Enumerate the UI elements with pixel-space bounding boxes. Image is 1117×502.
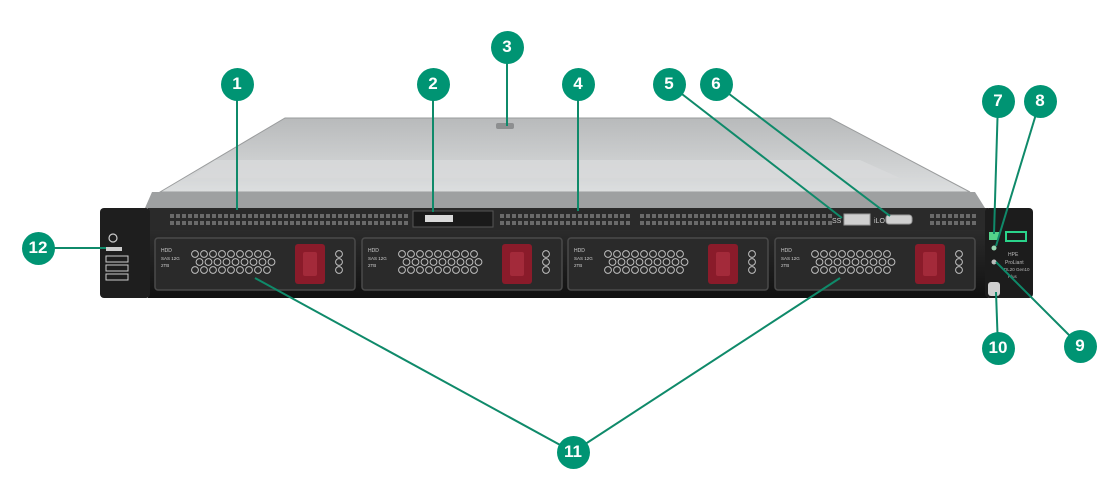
callout-2: 2 bbox=[416, 67, 450, 101]
tag-line3: Plus bbox=[1008, 274, 1018, 279]
leader-5 bbox=[668, 83, 843, 219]
leader-9 bbox=[995, 261, 1081, 347]
ilo-port-label: iLO bbox=[874, 218, 885, 225]
drive-speed-label: 2TB bbox=[368, 263, 376, 268]
chassis-top-band bbox=[190, 160, 900, 178]
optical-drive-tab bbox=[425, 215, 453, 222]
callout-12: 12 bbox=[21, 231, 55, 265]
drive-capacity-label: SAS 12G bbox=[368, 256, 387, 261]
uid-button bbox=[988, 282, 1000, 296]
drive-speed-label: 2TB bbox=[574, 263, 582, 268]
left-ear-labels bbox=[105, 233, 129, 281]
callout-6: 6 bbox=[699, 67, 733, 101]
callout-3: 3 bbox=[490, 30, 524, 64]
drive-capacity-label: SAS 12G bbox=[161, 256, 180, 261]
leader-11a bbox=[254, 277, 574, 453]
ilo-service-port bbox=[885, 214, 913, 225]
callout-5: 5 bbox=[652, 67, 686, 101]
drive-bay-4: HDD SAS 12G 2TB bbox=[774, 237, 976, 291]
power-button bbox=[989, 232, 999, 240]
tag-brand: HPE bbox=[1008, 252, 1019, 258]
leader-7 bbox=[993, 100, 999, 235]
chassis-lid-edge bbox=[145, 192, 985, 208]
vent-left bbox=[170, 214, 976, 225]
drive-capacity-label: SAS 12G bbox=[781, 256, 800, 261]
callout-8: 8 bbox=[1023, 84, 1057, 118]
leader-6 bbox=[715, 83, 891, 217]
tag-line1: ProLiant bbox=[1005, 260, 1024, 266]
drive-bay-3: HDD SAS 12G 2TB bbox=[567, 237, 769, 291]
drive-type-label: HDD bbox=[161, 248, 172, 254]
chassis-top-latch bbox=[496, 123, 514, 129]
drive-speed-label: 2TB bbox=[161, 263, 169, 268]
health-led bbox=[991, 245, 997, 251]
usb-port-label: SS bbox=[832, 218, 842, 225]
usb-port bbox=[843, 213, 871, 226]
drive-bay-1: HDD SAS 12G 2TB bbox=[154, 237, 356, 291]
nic-led bbox=[991, 259, 997, 265]
drive-speed-label: 2TB bbox=[781, 263, 789, 268]
drive-type-label: HDD bbox=[368, 248, 379, 254]
callout-9: 9 bbox=[1063, 329, 1097, 363]
tag-line2: DL20 Gen10 bbox=[1004, 267, 1030, 272]
drive-type-label: HDD bbox=[574, 248, 585, 254]
callout-4: 4 bbox=[561, 67, 595, 101]
callout-11: 11 bbox=[556, 435, 590, 469]
hpe-logo-mark bbox=[1005, 231, 1027, 242]
drive-type-label: HDD bbox=[781, 248, 792, 254]
leader-8 bbox=[995, 100, 1041, 247]
callout-7: 7 bbox=[981, 84, 1015, 118]
drive-capacity-label: SAS 12G bbox=[574, 256, 593, 261]
drive-bay-2: HDD SAS 12G 2TB bbox=[361, 237, 563, 291]
right-control-panel bbox=[985, 208, 1033, 298]
chassis-top-cover bbox=[158, 117, 971, 193]
leader-11b bbox=[572, 277, 841, 453]
left-rack-ear bbox=[100, 208, 150, 298]
callout-1: 1 bbox=[220, 67, 254, 101]
callout-10: 10 bbox=[981, 331, 1015, 365]
